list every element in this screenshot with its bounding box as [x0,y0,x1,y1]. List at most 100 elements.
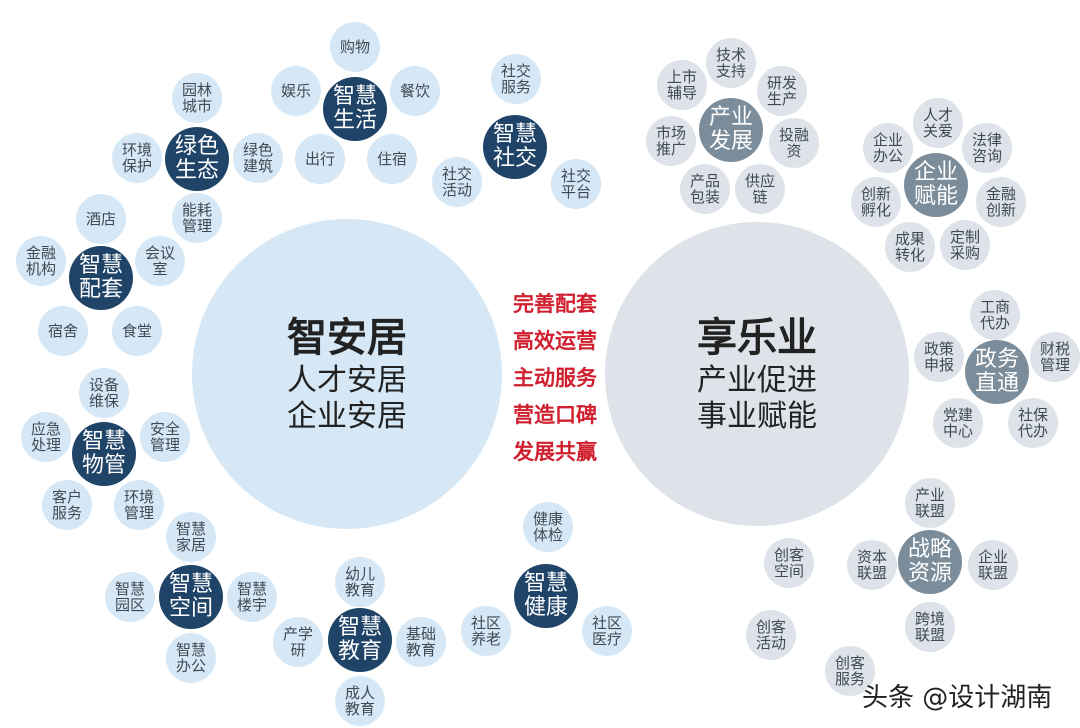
leaf-enterprise-office: 企业 办公 [863,123,913,173]
leaf-supply-chain: 供应 链 [735,164,785,214]
leaf-community-medical: 社区 医疗 [582,606,632,656]
leaf-maker-service: 创客 服务 [825,646,875,696]
circle-label: 宿舍 [47,321,78,340]
main-left-line2: 企业安居 [287,399,407,434]
circle-label: 智慧 生活 [332,83,377,133]
leaf-energy-mgmt: 能耗 管理 [172,193,222,243]
circle-label: 上市 辅导 [666,67,697,102]
circle-label: 绿色 建筑 [242,140,273,175]
circle-label: 园林 城市 [181,80,212,115]
circle-label: 成人 教育 [344,683,375,718]
leaf-hotel: 酒店 [76,194,126,244]
slogan-list: 完善配套 高效运营 主动服务 营造口碑 发展共赢 [500,286,610,471]
leaf-travel: 出行 [295,134,345,184]
circle-label: 购物 [339,37,370,56]
circle-label: 政策 申报 [923,339,954,374]
leaf-capital-alliance: 资本 联盟 [847,540,897,590]
hub-smart-life: 智慧 生活 [323,77,387,141]
circle-label: 跨境 联盟 [914,609,945,644]
circle-label: 智慧 空间 [168,571,213,621]
leaf-canteen: 食堂 [112,306,162,356]
main-right-line2: 事业赋能 [697,399,817,434]
circle-label: 出行 [304,149,335,168]
leaf-industry-academia: 产学 研 [273,617,323,667]
leaf-legal-consult: 法律 咨询 [962,123,1012,173]
circle-label: 环境 保护 [121,140,152,175]
main-left-line1: 人才安居 [287,363,407,398]
leaf-smart-office: 智慧 办公 [166,633,216,683]
hub-smart-education: 智慧 教育 [328,608,392,672]
leaf-finance-innovation: 金融 创新 [976,177,1026,227]
circle-label: 智慧 办公 [175,640,206,675]
circle-label: 设备 维保 [88,375,119,410]
leaf-custom-procurement: 定制 采购 [940,220,990,270]
leaf-social-platform: 社交 平台 [551,159,601,209]
leaf-investment-finance: 投融 资 [769,118,819,168]
circle-label: 社交 活动 [441,164,472,199]
hub-smart-social: 智慧 社交 [483,115,547,179]
circle-label: 创客 空间 [773,545,804,580]
circle-label: 金融 创新 [985,184,1016,219]
leaf-safety-mgmt: 安全 管理 [140,412,190,462]
leaf-shopping: 购物 [330,22,380,72]
hub-smart-space: 智慧 空间 [159,565,223,629]
hub-smart-property: 智慧 物管 [72,422,136,486]
leaf-party-center: 党建 中心 [933,398,983,448]
circle-label: 智慧 配套 [78,252,123,302]
circle-label: 创客 活动 [755,617,786,652]
circle-label: 应急 处理 [30,419,61,454]
leaf-customer-service: 客户 服务 [42,480,92,530]
leaf-ipo-coaching: 上市 辅导 [657,60,707,110]
circle-label: 政务 直通 [974,346,1019,396]
circle-label: 住宿 [376,149,407,168]
circle-label: 人才 关爱 [922,105,953,140]
leaf-smart-building: 智慧 楼宇 [227,572,277,622]
circle-label: 供应 链 [744,171,775,206]
circle-label: 产业 联盟 [914,485,945,520]
circle-label: 技术 支持 [715,45,746,80]
circle-label: 会议 室 [144,243,175,278]
leaf-adult-edu: 成人 教育 [335,676,385,726]
main-circle-enjoy-business: 享乐业 产业促进 事业赋能 [605,222,909,526]
circle-label: 健康 体检 [532,509,563,544]
leaf-community-elderly: 社区 养老 [461,606,511,656]
circle-label: 产学 研 [282,624,313,659]
hub-gov-direct: 政务 直通 [965,340,1029,404]
main-left-title: 智安居 [287,315,407,361]
leaf-innovation-incubation: 创新 孵化 [851,177,901,227]
slogan-item: 发展共赢 [513,440,597,464]
leaf-social-insurance: 社保 代办 [1008,398,1058,448]
circle-label: 智慧 教育 [337,614,382,664]
hub-green-eco: 绿色 生态 [165,127,229,191]
leaf-business-registration: 工商 代办 [970,290,1020,340]
circle-label: 智慧 物管 [81,428,126,478]
slogan-item: 高效运营 [513,329,597,353]
circle-label: 定制 采购 [949,227,980,262]
main-right-line1: 产业促进 [697,363,817,398]
circle-label: 投融 资 [778,125,809,160]
circle-label: 社交 服务 [500,61,531,96]
circle-label: 工商 代办 [979,297,1010,332]
leaf-social-service: 社交 服务 [491,54,541,104]
circle-label: 市场 推广 [655,123,686,158]
circle-label: 娱乐 [280,81,311,100]
circle-label: 环境 管理 [123,487,154,522]
leaf-tax-mgmt: 财税 管理 [1030,332,1080,382]
slogan-item: 主动服务 [513,366,597,390]
circle-label: 食堂 [121,321,152,340]
leaf-smart-home: 智慧 家居 [166,512,216,562]
leaf-maker-activity: 创客 活动 [746,610,796,660]
leaf-meeting-room: 会议 室 [135,236,185,286]
leaf-emergency: 应急 处理 [21,412,71,462]
circle-label: 幼儿 教育 [344,564,375,599]
circle-label: 餐饮 [399,81,430,100]
slogan-item: 营造口碑 [513,403,597,427]
circle-label: 资本 联盟 [856,547,887,582]
leaf-market-promo: 市场 推广 [646,116,696,166]
leaf-env-protection: 环境 保护 [112,133,162,183]
leaf-child-edu: 幼儿 教育 [335,557,385,607]
leaf-social-activity: 社交 活动 [432,157,482,207]
leaf-lodging: 住宿 [367,134,417,184]
main-right-title: 享乐业 [697,315,817,361]
leaf-financial-inst: 金融 机构 [16,236,66,286]
